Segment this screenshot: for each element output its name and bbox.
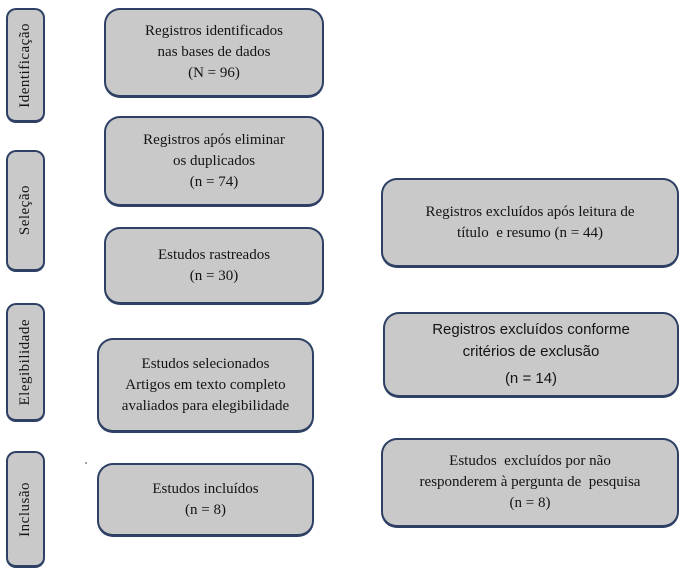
- flow-box-line: Artigos em texto completo: [125, 376, 286, 393]
- stray-dot: [85, 462, 87, 464]
- stage-box-selecao: Seleção: [6, 150, 45, 272]
- stage-box-identificacao: Identificação: [6, 8, 45, 123]
- flow-box-line: avaliados para elegibilidade: [121, 397, 290, 414]
- exclusion-box-line: título e resumo (n = 44): [457, 224, 603, 241]
- stage-label-selecao: Seleção: [17, 185, 33, 236]
- flow-box-line: Estudos rastreados: [157, 246, 271, 263]
- exclusion-box-line: (n = 8): [509, 495, 551, 511]
- stage-box-elegibilidade: Elegibilidade: [6, 303, 45, 422]
- exclusion-box-line: critérios de exclusão: [462, 343, 600, 360]
- exclusion-box-line: Registros excluídos após leitura de: [425, 203, 635, 220]
- exclusion-box-line: Estudos excluídos por não: [449, 453, 611, 469]
- exclusion-box-line: Registros excluídos conforme: [432, 321, 630, 338]
- flow-box-estudos-selecionados: Estudos selecionados Artigos em texto co…: [97, 338, 314, 433]
- flow-box-line: os duplicados: [172, 152, 256, 169]
- flow-box-line: (n = 8): [185, 501, 226, 518]
- flow-box-estudos-rastreados: Estudos rastreados (n = 30): [104, 227, 324, 305]
- flow-box-line: Registros identificados: [145, 23, 283, 39]
- exclusion-box-criterios-exclusao: Registros excluídos conforme critérios d…: [383, 312, 679, 398]
- flow-box-line: (N = 96): [188, 65, 240, 81]
- flow-box-line: nas bases de dados: [157, 44, 271, 60]
- stage-label-inclusao: Inclusão: [17, 481, 33, 537]
- exclusion-box-leitura-titulo-resumo: Registros excluídos após leitura de títu…: [381, 178, 679, 268]
- flow-box-line: (n = 30): [189, 267, 239, 284]
- flow-box-registros-identificados: Registros identificados nas bases de dad…: [104, 8, 324, 98]
- stage-box-inclusao: Inclusão: [6, 451, 45, 568]
- flow-box-line: Estudos incluídos: [152, 480, 259, 497]
- flow-box-registros-sem-duplicados: Registros após eliminar os duplicados (n…: [104, 116, 324, 207]
- flow-box-line: (n = 74): [189, 173, 239, 190]
- flow-box-line: Estudos selecionados: [141, 355, 270, 372]
- exclusion-box-line: responderem à pergunta de pesquisa: [419, 474, 641, 490]
- exclusion-box-pergunta-pesquisa: Estudos excluídos por não responderem à …: [381, 438, 679, 528]
- exclusion-box-line: (n = 14): [504, 370, 558, 387]
- stage-label-elegibilidade: Elegibilidade: [17, 318, 33, 406]
- flow-box-line: Registros após eliminar: [143, 131, 285, 148]
- flow-box-estudos-incluidos: Estudos incluídos (n = 8): [97, 463, 314, 537]
- stage-label-identificacao: Identificação: [17, 22, 33, 108]
